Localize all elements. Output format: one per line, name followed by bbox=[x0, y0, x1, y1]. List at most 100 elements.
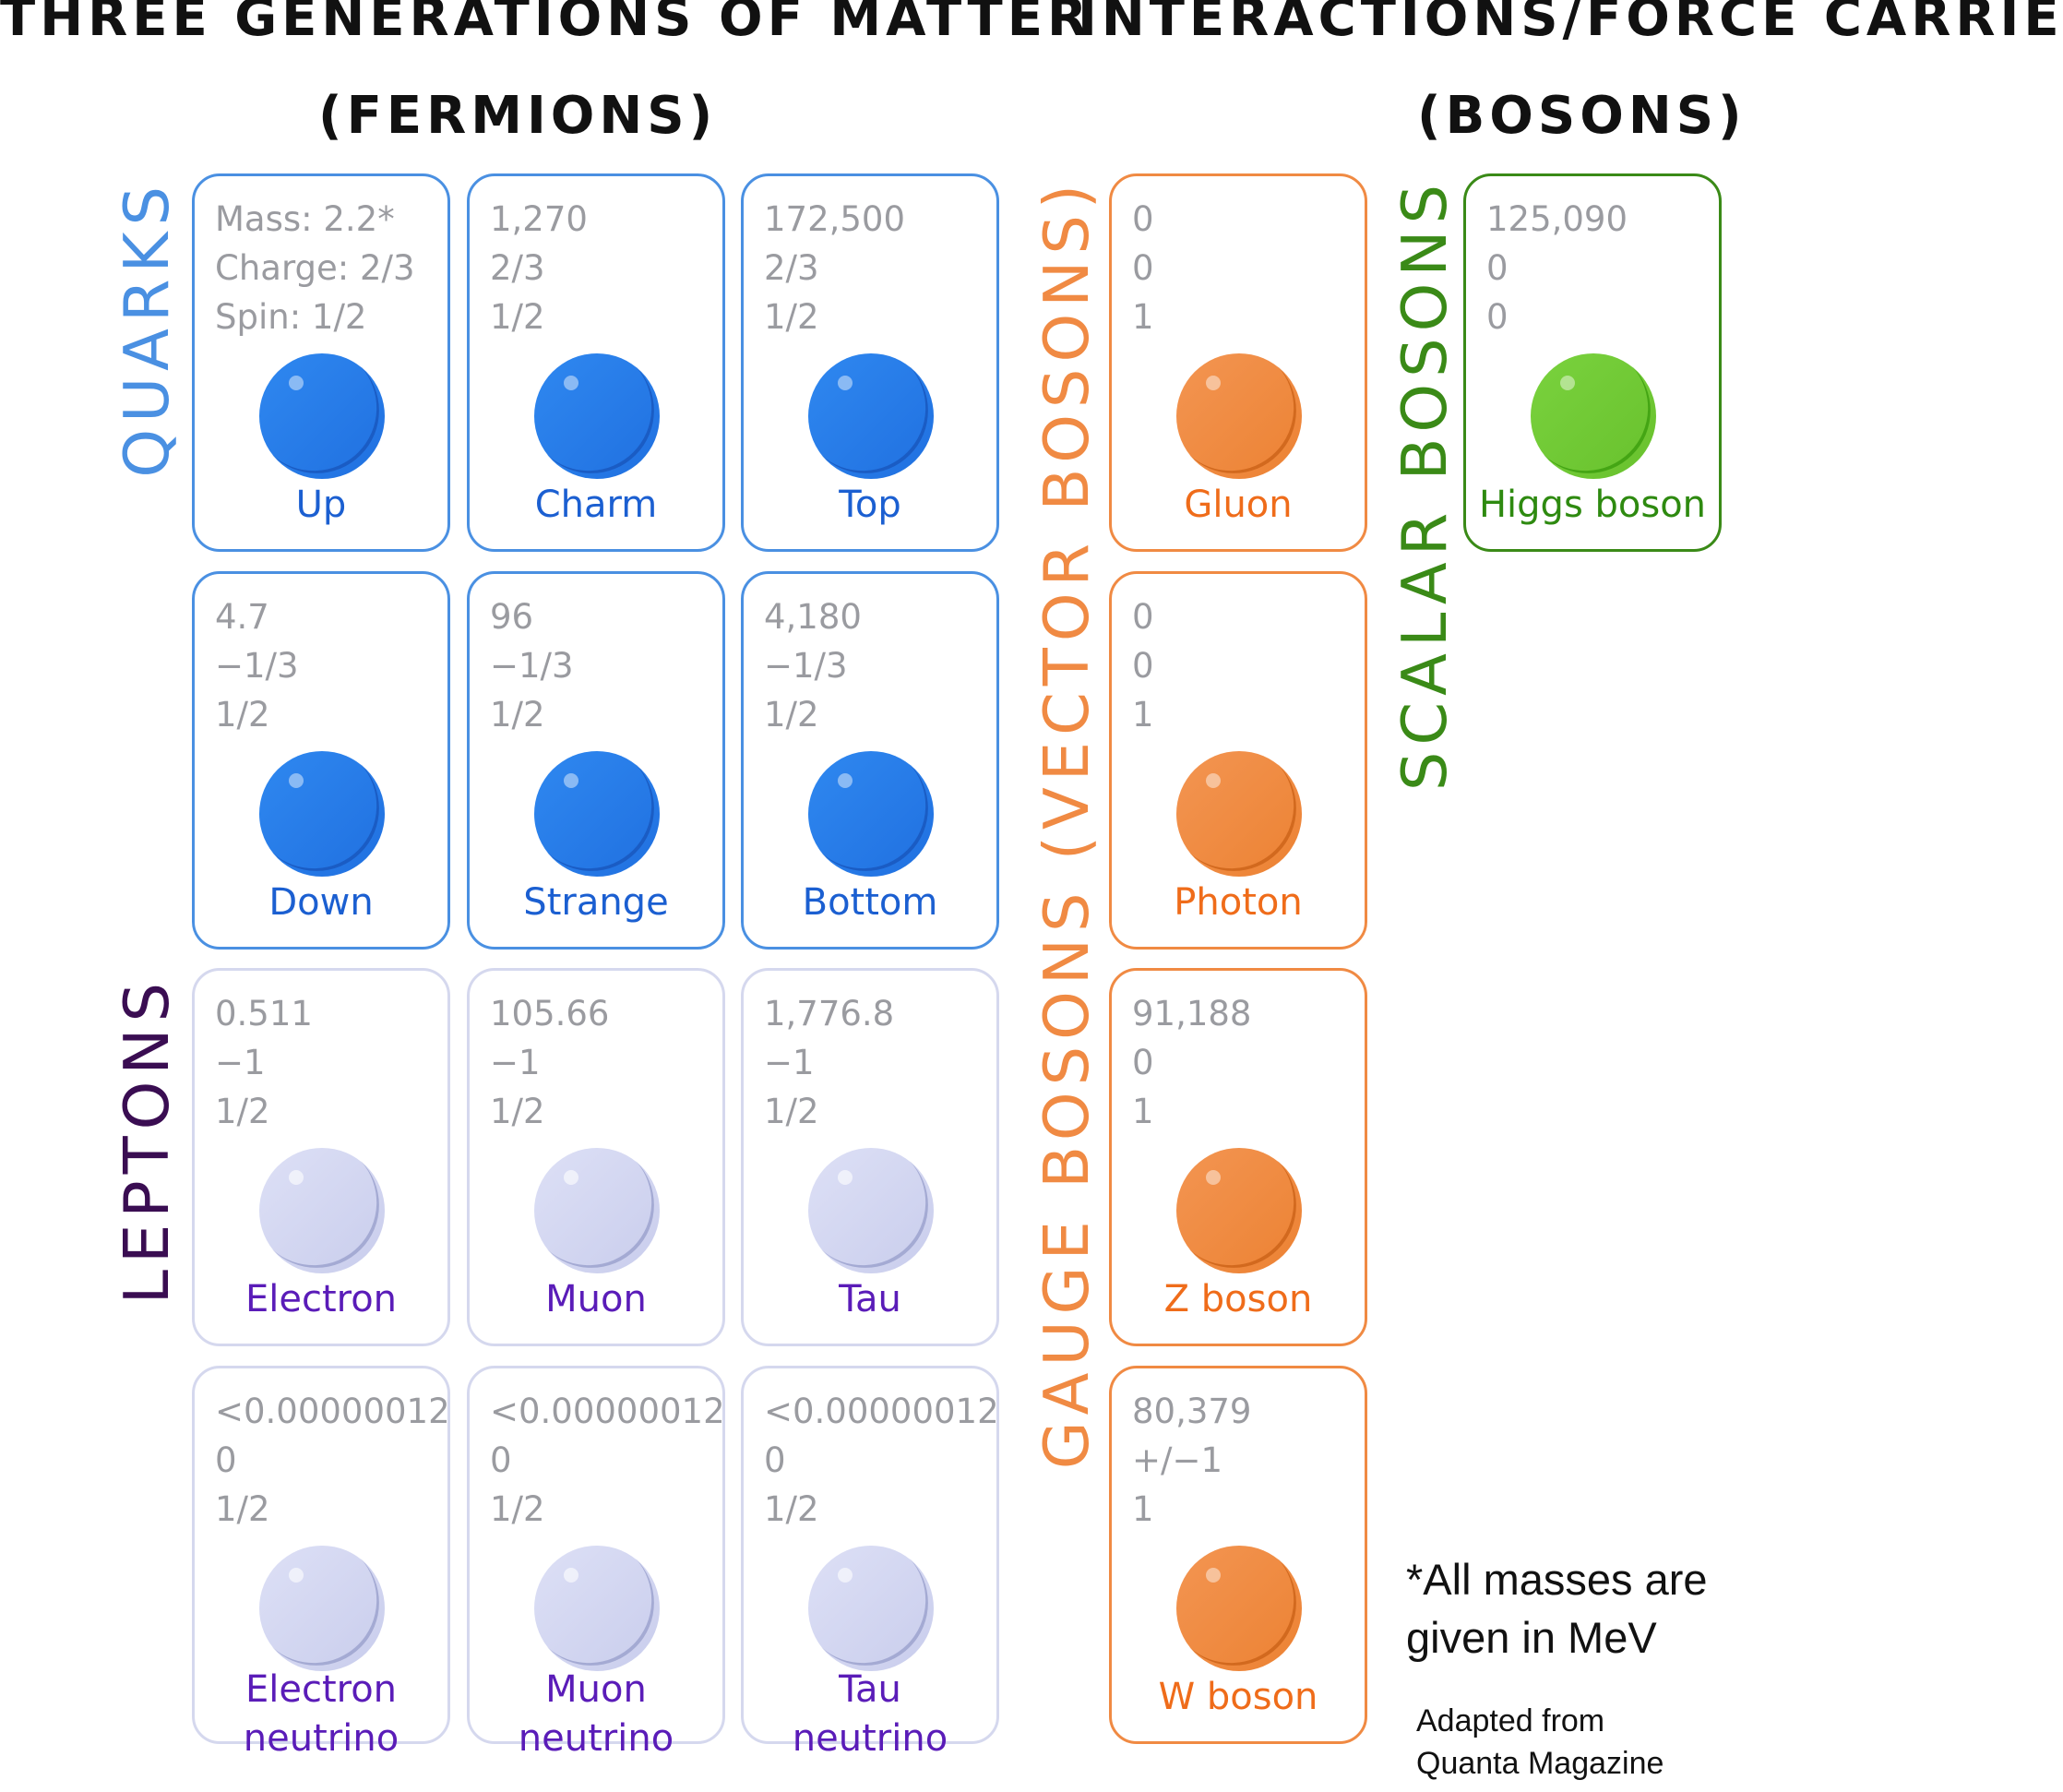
charge-value: −1 bbox=[215, 1043, 266, 1082]
mass-value: 4.7 bbox=[215, 597, 269, 637]
mass-value: 4,180 bbox=[764, 597, 862, 637]
particle-card-bottom[interactable]: 4,180 −1/3 1/2 Bottom bbox=[741, 571, 999, 950]
particle-name: Strange bbox=[523, 881, 669, 924]
boson-sphere-icon bbox=[1176, 1148, 1302, 1273]
charge-value: +/−1 bbox=[1132, 1440, 1223, 1480]
matter-header: THREE GENERATIONS OF MATTER bbox=[0, 0, 1092, 48]
quark-sphere-icon bbox=[808, 353, 934, 479]
boson-sphere-icon bbox=[1176, 353, 1302, 479]
charge-value: 0 bbox=[1132, 1043, 1154, 1082]
charge-value: −1 bbox=[764, 1043, 815, 1082]
forces-header: INTERACTIONS/FORCE CARRIERS bbox=[1078, 0, 2063, 48]
particle-name: Up bbox=[295, 484, 347, 526]
particle-name: Bottom bbox=[802, 881, 938, 924]
quark-sphere-icon bbox=[534, 751, 660, 877]
lepton-sphere-icon bbox=[259, 1546, 385, 1671]
particle-card-photon[interactable]: 0 0 1 Photon bbox=[1109, 571, 1367, 950]
particle-name: Z boson bbox=[1163, 1278, 1313, 1320]
charge-value: 0 bbox=[764, 1440, 786, 1480]
mass-value: <0.00000012 bbox=[215, 1392, 450, 1431]
mass-value: 1,776.8 bbox=[764, 994, 895, 1033]
charge-value: 2/3 bbox=[490, 248, 545, 288]
mass-value: <0.00000012 bbox=[490, 1392, 725, 1431]
particle-card-z-boson[interactable]: 91,188 0 1 Z boson bbox=[1109, 968, 1367, 1346]
mev-footnote: *All masses are given in MeV bbox=[1406, 1555, 1708, 1662]
particle-name: W boson bbox=[1158, 1676, 1318, 1718]
lepton-sphere-icon bbox=[534, 1546, 660, 1671]
mass-value: 172,500 bbox=[764, 199, 906, 239]
charge-value: −1/3 bbox=[215, 646, 299, 686]
lepton-sphere-icon bbox=[808, 1546, 934, 1671]
particle-name: Top bbox=[839, 484, 901, 526]
particle-card-muon[interactable]: 105.66 −1 1/2 Muon bbox=[467, 968, 725, 1346]
spin-value: 1/2 bbox=[764, 695, 819, 735]
charge-value: −1 bbox=[490, 1043, 541, 1082]
higgs-sphere-icon bbox=[1531, 353, 1656, 479]
particle-name: Tau bbox=[839, 1278, 901, 1320]
charge-value: Charge: 2/3 bbox=[215, 248, 415, 288]
mass-value: Mass: 2.2* bbox=[215, 199, 395, 239]
charge-value: 0 bbox=[215, 1440, 237, 1480]
charge-value: 0 bbox=[1132, 646, 1154, 686]
spin-value: 1/2 bbox=[490, 1489, 545, 1529]
spin-value: 1 bbox=[1132, 297, 1154, 337]
particle-name: Photon bbox=[1174, 881, 1303, 924]
mass-value: 96 bbox=[490, 597, 534, 637]
spin-value: 1/2 bbox=[490, 1092, 545, 1131]
spin-value: 1/2 bbox=[215, 1092, 270, 1131]
particle-name: Down bbox=[268, 881, 374, 924]
particle-name: Muon bbox=[545, 1278, 647, 1320]
quark-sphere-icon bbox=[259, 353, 385, 479]
leptons-label: LEPTONS bbox=[111, 976, 183, 1305]
fermions-subheader: (FERMIONS) bbox=[318, 86, 718, 146]
spin-value: 1 bbox=[1132, 1092, 1154, 1131]
quark-sphere-icon bbox=[534, 353, 660, 479]
spin-value: 1/2 bbox=[215, 695, 270, 735]
scalar-bosons-label: SCALAR BOSONS bbox=[1389, 178, 1461, 792]
spin-value: 1/2 bbox=[764, 297, 819, 337]
quark-sphere-icon bbox=[259, 751, 385, 877]
spin-value: 1 bbox=[1132, 695, 1154, 735]
spin-value: 1/2 bbox=[764, 1489, 819, 1529]
mass-value: <0.00000012 bbox=[764, 1392, 999, 1431]
charge-value: −1/3 bbox=[764, 646, 848, 686]
mass-value: 0 bbox=[1132, 199, 1154, 239]
particle-name: Higgs boson bbox=[1478, 484, 1707, 526]
charge-value: 0 bbox=[1486, 248, 1508, 288]
spin-value: 1/2 bbox=[490, 297, 545, 337]
spin-value: 0 bbox=[1486, 297, 1508, 337]
mass-value: 91,188 bbox=[1132, 994, 1252, 1033]
spin-value: 1/2 bbox=[215, 1489, 270, 1529]
mass-value: 105.66 bbox=[490, 994, 610, 1033]
mass-value: 125,090 bbox=[1486, 199, 1628, 239]
bosons-subheader: (BOSONS) bbox=[1417, 86, 1747, 146]
credit-note: Adapted from Quanta Magazine bbox=[1416, 1703, 1664, 1781]
boson-sphere-icon bbox=[1176, 751, 1302, 877]
mass-value: 80,379 bbox=[1132, 1392, 1252, 1431]
charge-value: 0 bbox=[1132, 248, 1154, 288]
quark-sphere-icon bbox=[808, 751, 934, 877]
particle-name: Charm bbox=[534, 484, 658, 526]
particle-card-higgs[interactable]: 125,090 0 0 Higgs boson bbox=[1463, 173, 1722, 552]
particle-card-down[interactable]: 4.7 −1/3 1/2 Down bbox=[192, 571, 450, 950]
gauge-bosons-label: GAUGE BOSONS (VECTOR BOSONS) bbox=[1031, 178, 1103, 1470]
spin-value: 1/2 bbox=[490, 695, 545, 735]
mass-value: 0.511 bbox=[215, 994, 313, 1033]
mass-value: 0 bbox=[1132, 597, 1154, 637]
charge-value: 0 bbox=[490, 1440, 512, 1480]
lepton-sphere-icon bbox=[259, 1148, 385, 1273]
